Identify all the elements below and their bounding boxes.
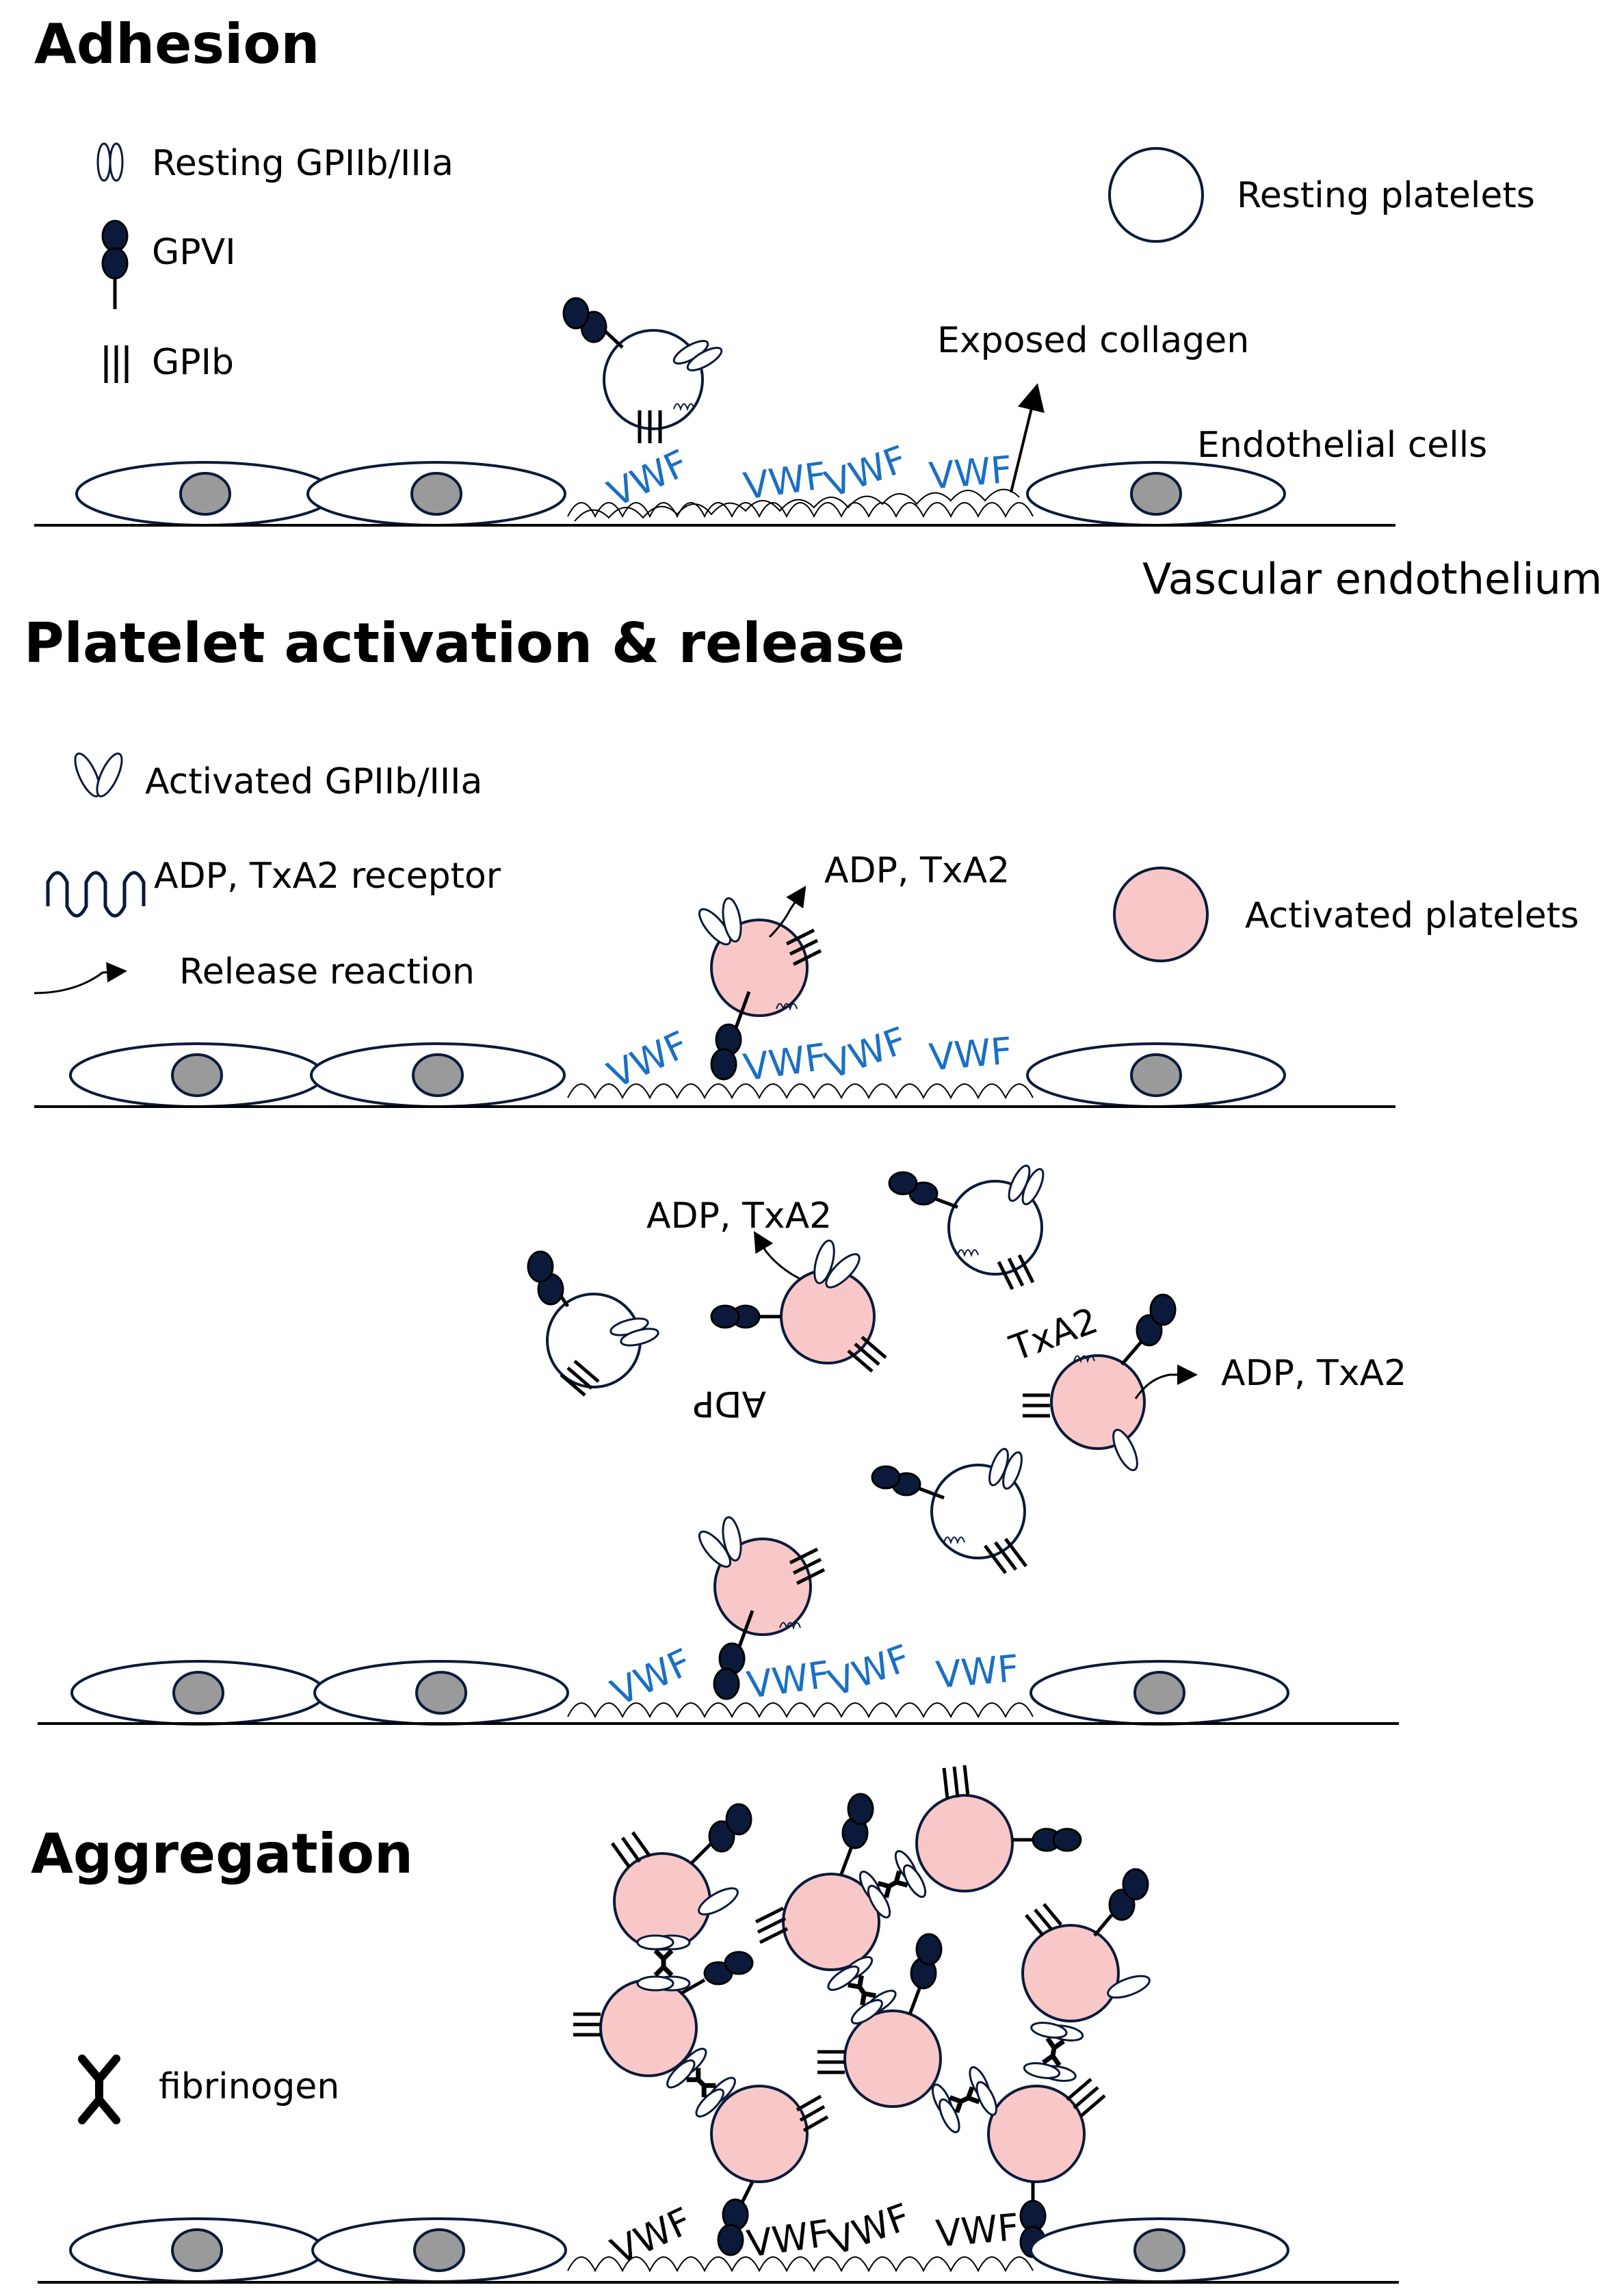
activated-platelet [755, 1793, 880, 1971]
gpvi-icon [101, 220, 129, 309]
exposed-collagen-label: Exposed collagen [937, 320, 1249, 361]
vessel-wall-2 [34, 1042, 1395, 1108]
activated-platelet [610, 1803, 752, 1951]
release-arrow-icon [34, 962, 127, 994]
vessel-wall-3 [38, 1660, 1399, 1726]
activated-platelet-legend-icon [1113, 867, 1209, 962]
legend-release: Release reaction [179, 951, 475, 992]
fibrinogen-bridges [636, 1850, 1084, 2133]
activated-platelet [698, 1516, 826, 1700]
vwf-label: VWF [601, 1022, 695, 1096]
legend-fibrinogen: fibrinogen [159, 2066, 339, 2107]
vwf-label: VWF [934, 2206, 1021, 2256]
vwf-label: VWF [601, 441, 695, 515]
endothelial-cells-label: Endothelial cells [1197, 425, 1487, 466]
legend-activated-gpiib: Activated GPIIb/IIIa [145, 761, 482, 802]
resting-platelet [527, 1250, 659, 1397]
fibrinogen-icon [78, 2055, 120, 2124]
adp-label: ADP [693, 1383, 766, 1424]
resting-platelet [871, 1447, 1027, 1574]
release-products-label: ADP, TxA2 [646, 1196, 832, 1237]
activated-platelet [1021, 1868, 1151, 2022]
vwf-label: VWF [744, 1653, 832, 1707]
vessel-wall-1 [34, 461, 1395, 527]
vwf-label: VWF [823, 2195, 916, 2264]
legend-receptor: ADP, TxA2 receptor [154, 856, 501, 897]
activated-platelet [1023, 1293, 1198, 1471]
vwf-label: VWF [741, 454, 829, 508]
legend-resting-platelets: Resting platelets [1237, 175, 1535, 216]
collagen-pointer-arrow [1010, 383, 1045, 493]
activated-platelet [710, 2085, 829, 2256]
vwf-label: VWF [823, 1636, 916, 1705]
activation-title: Platelet activation & release [24, 611, 905, 675]
activated-platelet [573, 1951, 754, 2077]
vwf-label: VWF [605, 1640, 698, 1714]
activated-platelet [915, 1765, 1082, 1892]
release-products-label: ADP, TxA2 [1221, 1353, 1406, 1394]
legend-gpib: GPIb [152, 342, 234, 383]
vwf-label: VWF [744, 2212, 832, 2266]
vwf-label: VWF [605, 2199, 698, 2273]
legend-gpvi: GPVI [152, 232, 236, 273]
vwf-label: VWF [928, 1029, 1014, 1079]
receptor-icon [46, 871, 146, 918]
legend-activated-platelets: Activated platelets [1245, 895, 1579, 936]
activated-platelet [817, 1933, 943, 2108]
vwf-label: VWF [819, 1018, 913, 1087]
resting-gpiib-icon [96, 142, 124, 182]
release-products-label: ADP, TxA2 [824, 850, 1010, 891]
vessel-wall-4 [38, 2217, 1399, 2284]
vwf-label: VWF [934, 1647, 1021, 1697]
activated-platelet [698, 886, 822, 1081]
resting-platelet-legend-icon [1108, 147, 1204, 243]
gpib-icon [104, 345, 129, 383]
vascular-endothelium-label: Vascular endothelium [1142, 554, 1602, 604]
adhesion-title: Adhesion [34, 12, 319, 76]
resting-platelet [888, 1164, 1045, 1291]
activated-gpiib-icon [74, 752, 123, 797]
vwf-label: VWF [741, 1035, 829, 1090]
activated-platelet [710, 1230, 887, 1373]
vwf-label: VWF [928, 448, 1014, 498]
legend-resting-gpiib: Resting GPIIb/IIIa [152, 143, 454, 184]
resting-platelet [562, 297, 723, 443]
aggregation-title: Aggregation [31, 1822, 413, 1886]
